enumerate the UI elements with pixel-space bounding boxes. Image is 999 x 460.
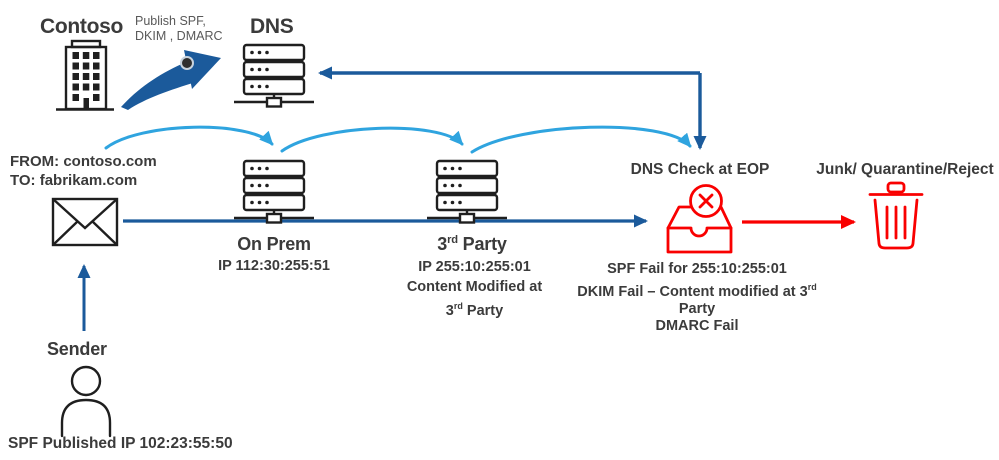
trash-icon (868, 181, 924, 250)
fail-results: SPF Fail for 255:10:255:01 DKIM Fail – C… (547, 261, 847, 336)
publish-note-line2: DKIM , DMARC (135, 29, 223, 43)
dns-lookup-arc-1 (104, 125, 274, 150)
error-x-icon (698, 193, 714, 209)
dkim-fail-line2: Party (678, 300, 716, 317)
content-modified-line1: Content Modified at (406, 278, 543, 295)
third-party-notes: IP 255:10:255:01 Content Modified at 3rd… (382, 258, 567, 321)
sender-person-icon (60, 365, 112, 438)
dns-server-icon (234, 43, 314, 108)
content-modified-line2: 3rd Party (445, 301, 504, 319)
dns-label: DNS (250, 15, 294, 38)
building-windows (72, 52, 100, 109)
dns-check-label: DNS Check at EOP (630, 161, 770, 178)
publish-to-dns-arrow (121, 50, 221, 110)
contoso-label: Contoso (40, 15, 124, 38)
spf-published-label: SPF Published IP 102:23:55:50 (8, 435, 233, 452)
junk-label: Junk/ Quarantine/Reject (816, 161, 994, 178)
on-prem-label: On Prem (237, 234, 311, 254)
message-to: TO: fabrikam.com (10, 172, 138, 189)
third-party-ip: IP 255:10:255:01 (418, 259, 531, 275)
on-prem-ip: IP 112:30:255:51 (218, 258, 330, 274)
sender-label: Sender (47, 339, 107, 359)
dmarc-fail-line: DMARC Fail (655, 318, 739, 335)
arrow-dot (180, 56, 194, 70)
dns-lookup-arc-2 (280, 126, 464, 153)
building-icon (56, 39, 114, 111)
publish-note-line1: Publish SPF, (135, 14, 206, 28)
message-from: FROM: contoso.com (10, 153, 157, 170)
third-party-server-icon (427, 159, 507, 224)
on-prem-server-icon (234, 159, 314, 224)
dkim-fail-line: DKIM Fail – Content modified at 3rd (577, 281, 817, 300)
eop-check-fail-icon (666, 184, 733, 254)
publish-note: Publish SPF, DKIM , DMARC (135, 14, 223, 44)
spf-fail-line: SPF Fail for 255:10:255:01 (607, 261, 787, 277)
email-envelope-icon (51, 197, 119, 247)
message-header: FROM: contoso.com TO: fabrikam.com (10, 152, 157, 190)
third-party-label: 3rd Party (437, 234, 507, 254)
dns-lookup-arc-3 (470, 125, 692, 154)
